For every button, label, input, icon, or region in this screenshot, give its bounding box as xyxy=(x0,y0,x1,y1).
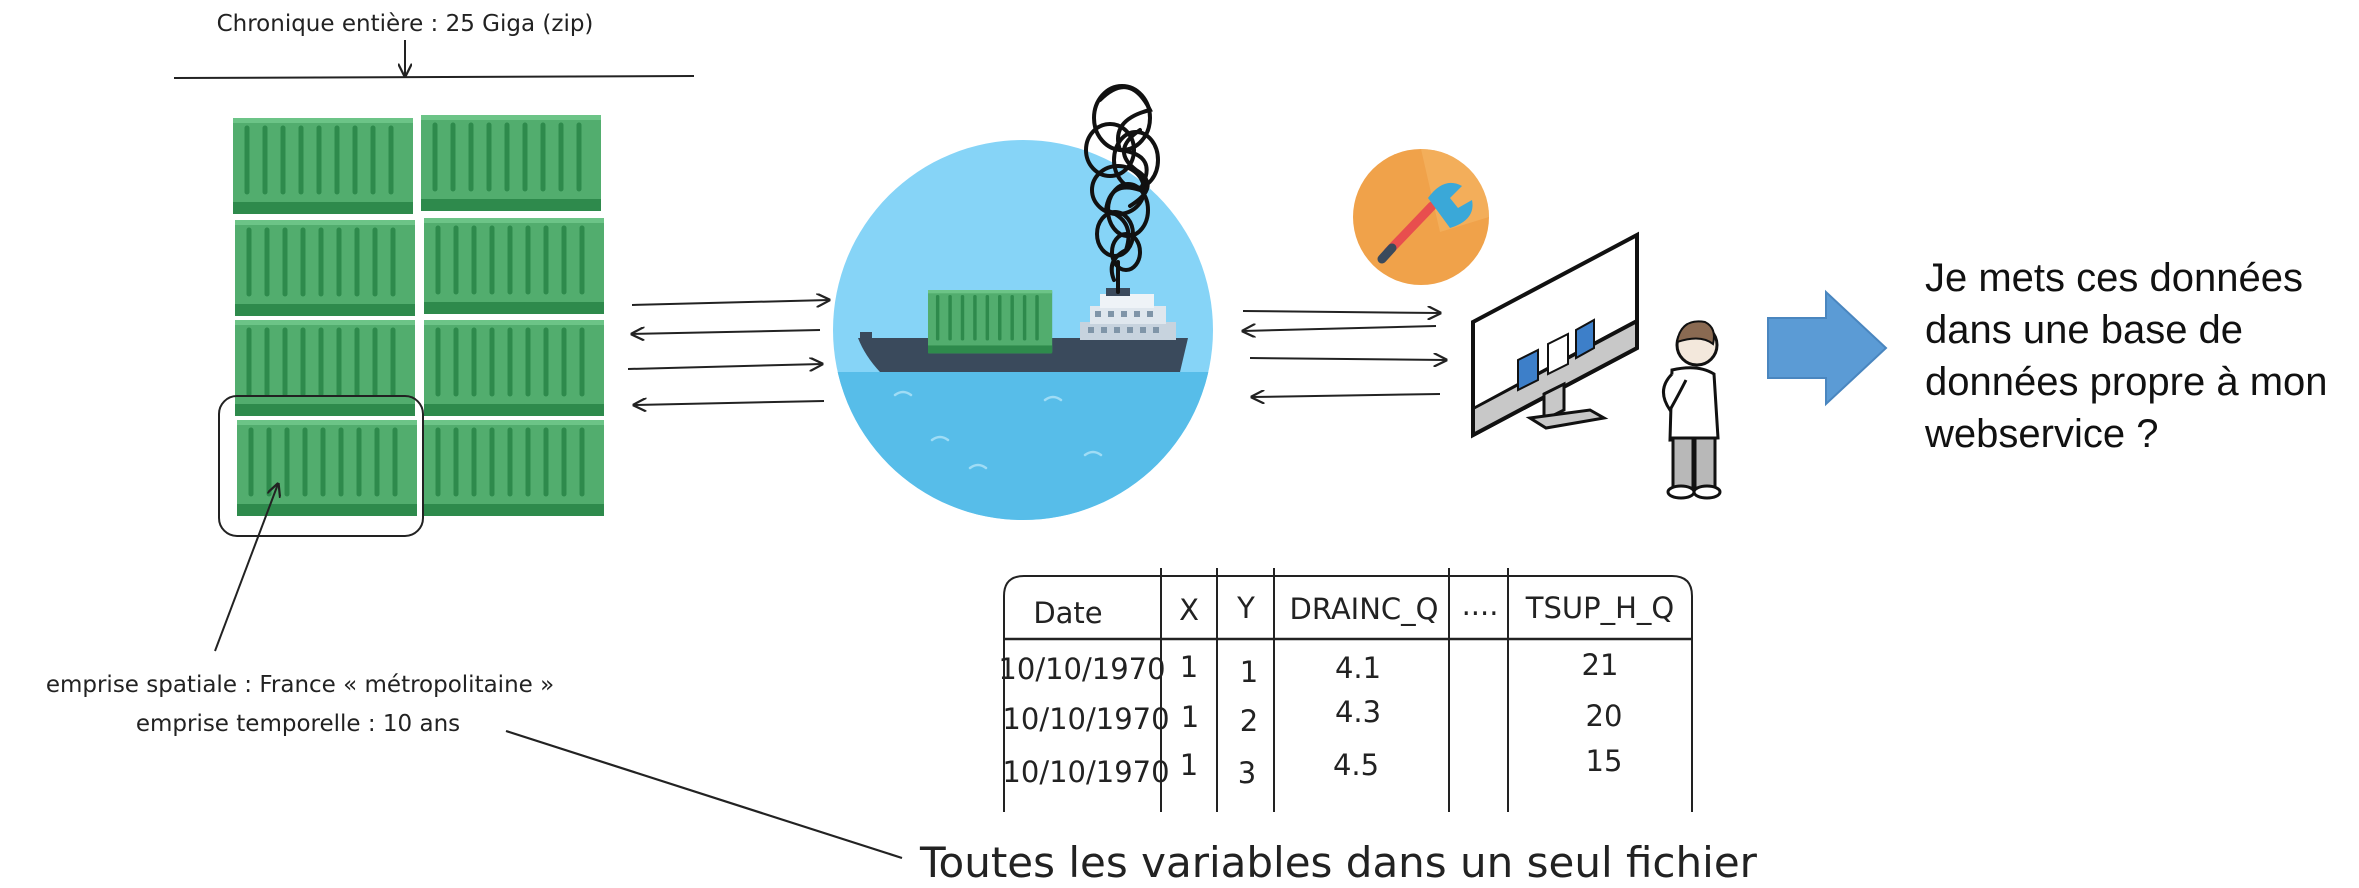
container-pointer xyxy=(214,484,278,652)
question-line: Je mets ces données xyxy=(1925,256,2303,300)
container-7 xyxy=(237,420,417,516)
table-cell: 15 xyxy=(1586,744,1623,778)
right-arrow-icon xyxy=(1767,289,1888,407)
container-8 xyxy=(424,420,604,516)
caption-pointer xyxy=(505,729,903,860)
container-1 xyxy=(233,118,413,214)
container-5 xyxy=(235,320,415,416)
single-file-caption: Toutes les variables dans un seul fichie… xyxy=(919,838,1758,887)
temporal-extent-label: emprise temporelle : 10 ans xyxy=(136,711,460,737)
question-text: Je mets ces données dans une base de don… xyxy=(1925,252,2345,460)
container-2 xyxy=(421,115,601,211)
table-cell: 1 xyxy=(1240,655,1258,689)
table-cell: 4.5 xyxy=(1333,748,1379,782)
table-cell: 2 xyxy=(1240,704,1258,738)
table-cell: 1 xyxy=(1180,650,1198,684)
container-4 xyxy=(424,218,604,314)
table-cell: 10/10/1970 xyxy=(1002,755,1169,789)
table-cell: 10/10/1970 xyxy=(998,652,1165,686)
thinking-person-icon xyxy=(1662,320,1722,500)
container-3 xyxy=(235,220,415,316)
selected-container-outline xyxy=(218,395,424,537)
table-cell: 4.1 xyxy=(1335,651,1381,685)
question-line: données propre à mon xyxy=(1925,360,2328,404)
table-header: .... xyxy=(1462,588,1499,622)
data-table: Date X Y DRAINC_Q .... TSUP_H_Q 10/10/19… xyxy=(998,568,1693,812)
spatial-extent-label: emprise spatiale : France « métropolitai… xyxy=(46,672,554,698)
smoke-scribble xyxy=(1084,84,1160,294)
table-header: TSUP_H_Q xyxy=(1525,591,1674,625)
table-cell: 10/10/1970 xyxy=(1002,702,1169,736)
transfer-arrows-right xyxy=(1243,311,1446,397)
container-stack xyxy=(233,115,604,516)
table-cell: 21 xyxy=(1582,648,1619,682)
table-cell: 1 xyxy=(1180,748,1198,782)
question-line: dans une base de xyxy=(1925,308,2244,352)
computer-monitor-icon xyxy=(1471,231,1639,439)
table-header: X xyxy=(1179,593,1199,627)
transfer-arrows-left xyxy=(627,300,829,405)
table-cell: 20 xyxy=(1586,699,1623,733)
table-cell: 1 xyxy=(1181,700,1199,734)
container-6 xyxy=(424,320,604,416)
full-series-bracket xyxy=(173,75,695,79)
table-cell: 3 xyxy=(1238,756,1256,790)
question-line: webservice ? xyxy=(1925,412,2159,456)
table-header: Date xyxy=(1033,596,1102,630)
table-header: Y xyxy=(1236,591,1255,625)
wrench-tool-icon xyxy=(1353,149,1489,285)
cargo-ship-icon xyxy=(833,84,1213,520)
table-cell: 4.3 xyxy=(1335,695,1381,729)
full-series-label: Chronique entière : 25 Giga (zip) xyxy=(217,11,594,37)
table-header: DRAINC_Q xyxy=(1290,592,1439,626)
